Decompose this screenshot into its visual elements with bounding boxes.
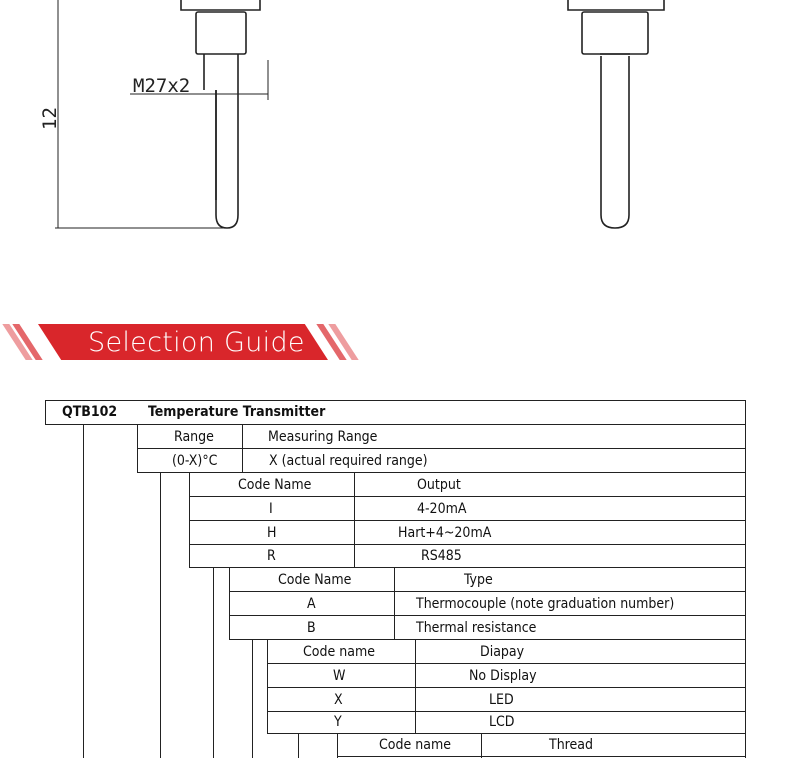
display-row-desc: LCD: [489, 714, 515, 730]
type-row-desc: Thermocouple (note graduation number): [416, 596, 675, 612]
display-row-desc: LED: [489, 692, 514, 708]
model-code: QTB102: [62, 404, 118, 420]
range-header-desc: Measuring Range: [268, 429, 378, 445]
type-header-desc: Type: [464, 572, 493, 588]
output-row-desc: RS485: [421, 548, 462, 564]
section-title: Selection Guide: [88, 327, 305, 358]
output-row-desc: Hart+4~20mA: [398, 525, 492, 541]
output-row-code: H: [267, 525, 277, 541]
dimension-label: 12: [39, 107, 61, 130]
output-header-code: Code Name: [238, 477, 312, 493]
range-row-code: (0-X)°C: [172, 453, 218, 469]
type-row-code: B: [307, 620, 316, 636]
display-row-desc: No Display: [469, 668, 537, 684]
right-sensor-hex-nut: [581, 11, 649, 55]
output-header-desc: Output: [417, 477, 461, 493]
type-header-code: Code Name: [278, 572, 352, 588]
output-row-code: I: [269, 501, 273, 517]
banner-bar: [38, 324, 328, 360]
range-header-code: Range: [174, 429, 214, 445]
thread-header-code: Code name: [379, 737, 451, 753]
display-header-code: Code name: [303, 644, 375, 660]
display-header-desc: Diapay: [480, 644, 525, 660]
right-sensor-probe: [600, 56, 630, 229]
display-row-code: X: [334, 692, 343, 708]
left-sensor-probe: [215, 90, 239, 229]
output-row-desc: 4-20mA: [417, 501, 467, 517]
display-row-code: Y: [334, 714, 342, 730]
section-banner: Selection Guide: [0, 322, 370, 362]
range-row-desc: X (actual required range): [269, 453, 428, 469]
display-row-code: W: [333, 668, 346, 684]
model-name: Temperature Transmitter: [148, 404, 326, 420]
output-row-code: R: [267, 548, 276, 564]
type-row-code: A: [307, 596, 316, 612]
sensor-technical-drawing: M27x2 12: [39, 0, 665, 229]
thread-size-label: M27x2: [133, 75, 190, 97]
thread-header-desc: Thread: [549, 737, 594, 753]
type-row-desc: Thermal resistance: [416, 620, 537, 636]
left-sensor-hex-nut: [195, 11, 247, 55]
